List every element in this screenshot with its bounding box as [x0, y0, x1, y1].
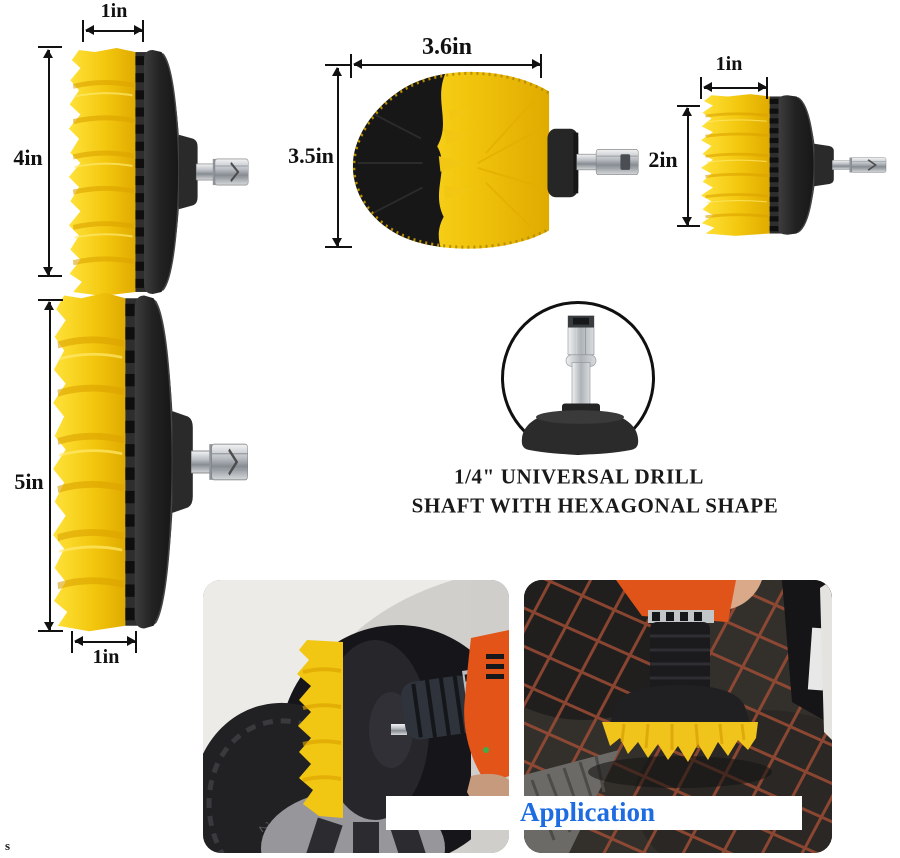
cone-brush-image — [348, 70, 648, 256]
cone-width-arrowhead-icon — [353, 59, 362, 69]
cone-height-arrowhead-icon — [332, 238, 342, 247]
brush5-height-line — [49, 302, 51, 630]
cone-height-tick — [325, 64, 352, 66]
brush5-width-label: 1in — [92, 646, 120, 668]
brush2-height-label: 2in — [648, 147, 678, 172]
flat-brush-4in-image — [66, 46, 254, 298]
brush4-width-tick — [142, 20, 144, 42]
brush2-width-tick — [766, 77, 768, 99]
hex-shaft-image — [500, 310, 660, 456]
cone-width-arrowhead-icon — [532, 59, 541, 69]
cone-width-line — [354, 64, 540, 66]
brush2-width-line — [704, 87, 766, 89]
shaft-callout-line1: 1/4" UNIVERSAL DRILL — [453, 464, 705, 489]
brush5-width-arrowhead-icon — [127, 636, 136, 646]
brush4-height-tick — [38, 275, 62, 277]
brush2-height-tick — [677, 225, 700, 227]
cone-height-tick — [325, 246, 352, 248]
cone-width-tick — [350, 54, 352, 78]
brush5-width-tick — [71, 631, 73, 653]
brush2-height-arrowhead-icon — [682, 217, 692, 226]
brush5-height-label: 5in — [14, 469, 44, 494]
brush2-width-tick — [700, 77, 702, 99]
brush4-width-line — [86, 30, 142, 32]
brush4-height-label: 4in — [13, 145, 43, 170]
brush5-height-arrowhead-icon — [44, 301, 54, 310]
brush4-width-arrowhead-icon — [134, 25, 143, 35]
cone-height-line — [337, 68, 339, 246]
brush4-height-arrowhead-icon — [43, 267, 53, 276]
brush4-height-line — [48, 50, 50, 275]
brush4-height-arrowhead-icon — [43, 49, 53, 58]
brush5-width-line — [75, 641, 135, 643]
brush5-width-arrowhead-icon — [74, 636, 83, 646]
flat-brush-2in-image — [698, 93, 892, 237]
cone-height-label: 3.5in — [288, 143, 334, 168]
brush2-height-tick — [677, 105, 700, 107]
brush4-width-label: 1in — [100, 0, 128, 22]
brush4-width-arrowhead-icon — [85, 25, 94, 35]
cone-height-arrowhead-icon — [332, 67, 342, 76]
stray-mark: s — [5, 838, 11, 853]
shaft-detail-inset — [501, 301, 655, 455]
brush5-height-tick — [38, 630, 63, 632]
brush2-width-label: 1in — [715, 53, 743, 75]
brush5-height-tick — [38, 299, 63, 301]
brush2-width-arrowhead-icon — [703, 82, 712, 92]
brush4-width-tick — [82, 20, 84, 42]
brush2-height-arrowhead-icon — [682, 107, 692, 116]
shaft-callout-line2: SHAFT WITH HEXAGONAL SHAPE — [411, 493, 779, 518]
caption-band — [386, 796, 802, 830]
brush2-height-line — [687, 108, 689, 225]
brush4-height-tick — [38, 46, 62, 48]
application-caption: Application — [520, 797, 656, 827]
brush5-height-arrowhead-icon — [44, 622, 54, 631]
brush5-width-tick — [135, 631, 137, 653]
brush2-width-arrowhead-icon — [758, 82, 767, 92]
cone-width-tick — [540, 54, 542, 78]
cone-width-label: 3.6in — [421, 34, 473, 60]
